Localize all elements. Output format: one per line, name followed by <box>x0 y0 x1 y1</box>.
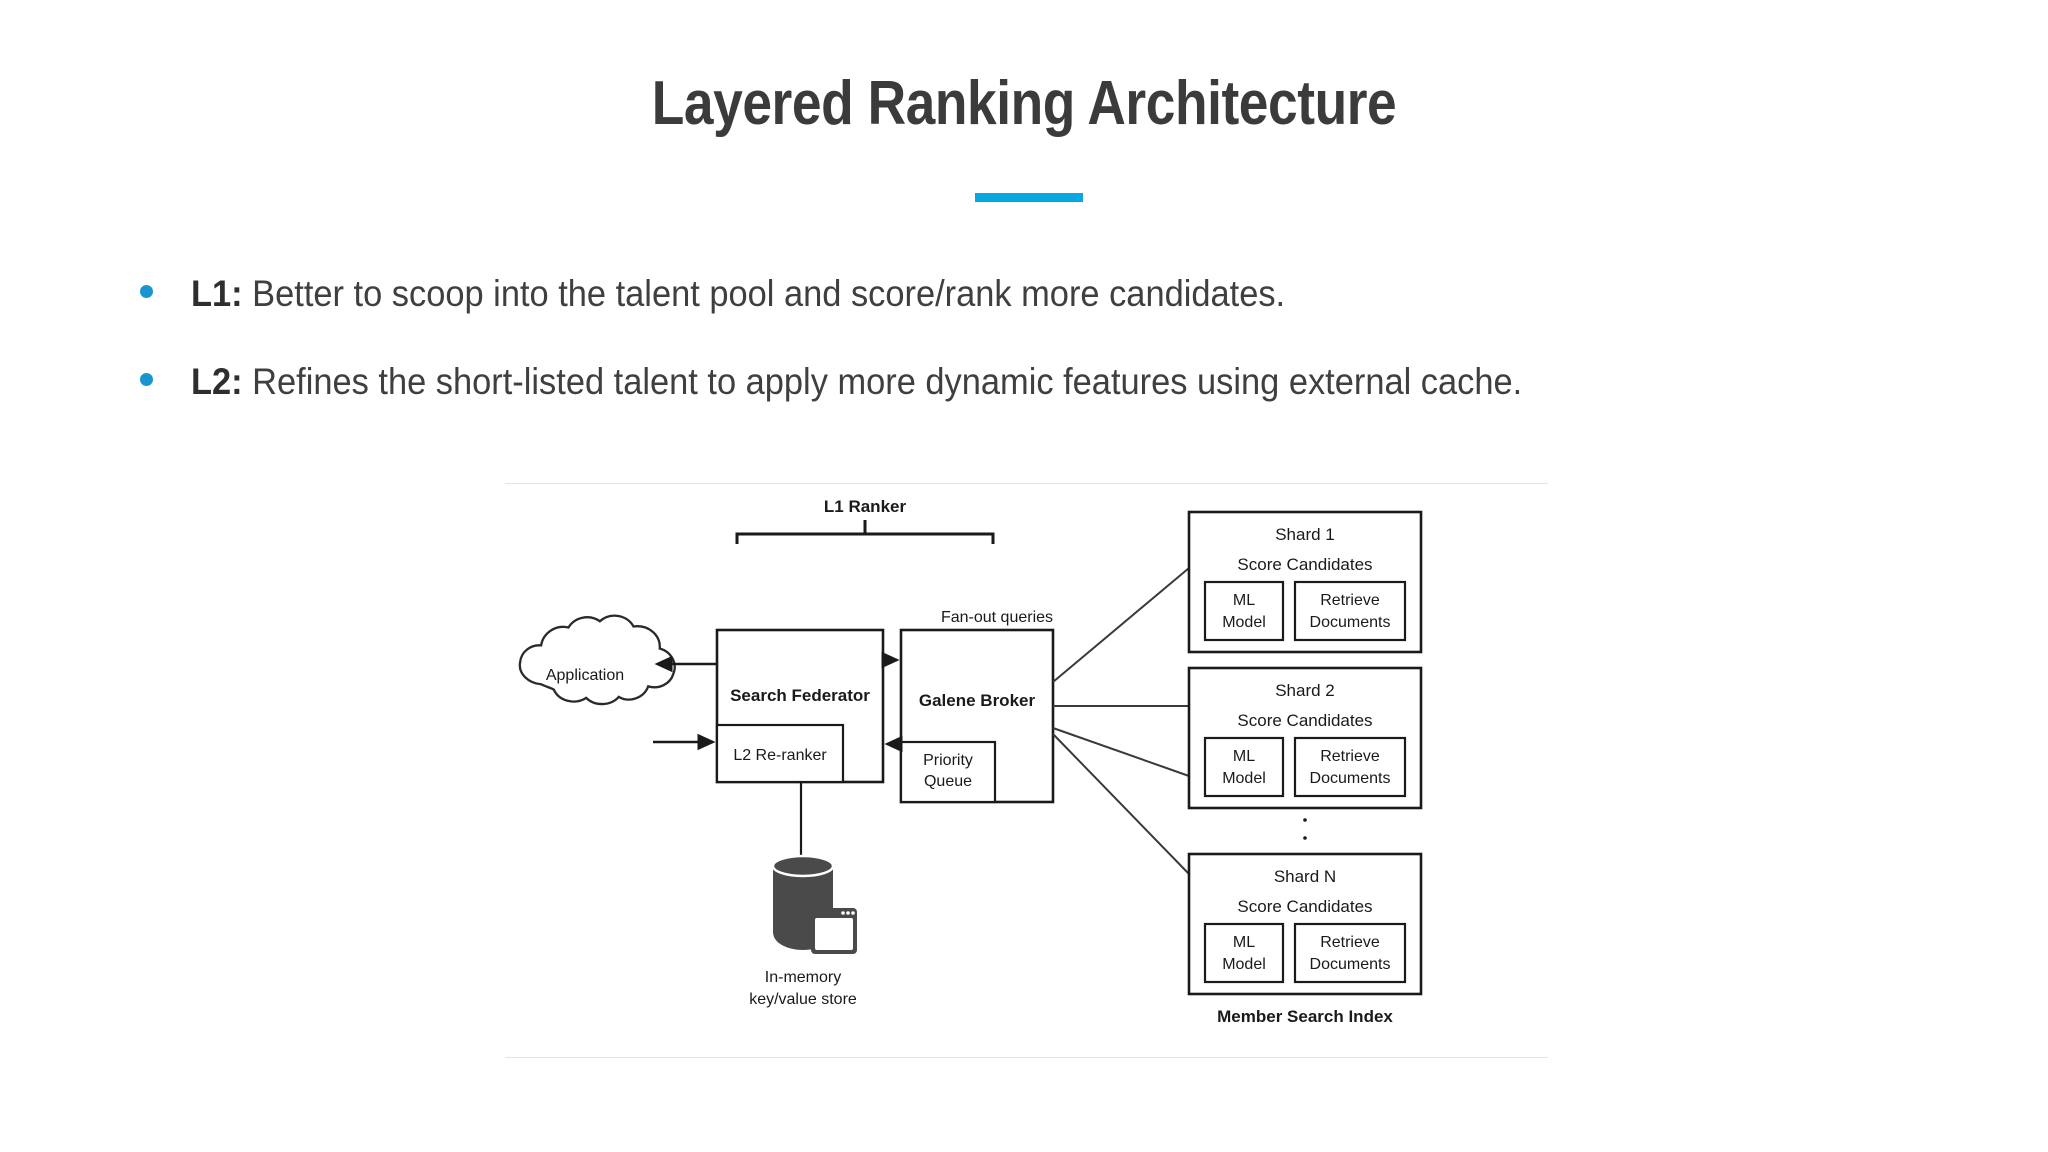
shard-subtitle-label: Score Candidates <box>1237 555 1372 574</box>
retrieve-documents-label-line2: Documents <box>1310 770 1391 787</box>
ml-model-label-line1: ML <box>1233 592 1255 609</box>
bullet-dot-icon <box>140 372 153 386</box>
shard-ml-model-box <box>1203 922 1285 984</box>
priority-queue-label-line2: Queue <box>924 773 972 790</box>
retrieve-documents-label-line1: Retrieve <box>1320 934 1380 951</box>
shard-subtitle-label: Score Candidates <box>1237 897 1372 916</box>
bullet-lead-label: L1: <box>191 273 243 314</box>
bullet-body-text: Refines the short-listed talent to apply… <box>242 360 1523 402</box>
bullet-lead-label: L2: <box>191 360 243 402</box>
shard-ellipsis <box>1303 818 1307 840</box>
member-search-index-label: Member Search Index <box>1217 1007 1393 1026</box>
shard-name-label: Shard 1 <box>1275 525 1335 544</box>
bullet-body-text: Better to scoop into the talent pool and… <box>242 273 1286 314</box>
l2-reranker-box <box>715 723 845 784</box>
ml-model-label-line1: ML <box>1233 934 1255 951</box>
application-label: Application <box>546 667 624 684</box>
list-item: L2: Refines the short-listed talent to a… <box>140 360 1940 404</box>
shard-retrieve-documents-box <box>1293 580 1407 642</box>
application-cloud-icon <box>518 614 676 706</box>
shard-retrieve-documents-box <box>1293 922 1407 984</box>
shard-ml-model-box <box>1203 736 1285 798</box>
l1-ranker-bracket <box>735 520 995 544</box>
search-federator-label: Search Federator <box>730 686 870 705</box>
retrieve-documents-label-line2: Documents <box>1310 614 1391 631</box>
retrieve-documents-label-line1: Retrieve <box>1320 592 1380 609</box>
retrieve-documents-label-line2: Documents <box>1310 956 1391 973</box>
bullet-dot-icon <box>140 285 153 298</box>
shard-retrieve-documents-box <box>1293 736 1407 798</box>
l1-ranker-label: L1 Ranker <box>824 497 907 516</box>
page-title: Layered Ranking Architecture <box>651 69 1397 138</box>
kv-store-label-line2: key/value store <box>749 991 857 1008</box>
list-item: L1: Better to scoop into the talent pool… <box>140 272 1940 316</box>
architecture-diagram-image: L1 Ranker Application Search Federator L… <box>505 483 1548 1058</box>
ml-model-label-line2: Model <box>1222 614 1266 631</box>
bullet-text: L1: Better to scoop into the talent pool… <box>191 272 1285 316</box>
kv-store-label-line1: In-memory <box>765 969 841 986</box>
shard-ml-model-box <box>1203 580 1285 642</box>
ml-model-label-line2: Model <box>1222 770 1266 787</box>
bullet-list: L1: Better to scoop into the talent pool… <box>140 272 1940 447</box>
title-accent-bar <box>975 193 1083 202</box>
shard-subtitle-label: Score Candidates <box>1237 711 1372 730</box>
fanout-lines <box>1052 567 1190 875</box>
l2-reranker-label: L2 Re-ranker <box>733 747 827 764</box>
priority-queue-box <box>899 740 997 804</box>
retrieve-documents-label-line1: Retrieve <box>1320 748 1380 765</box>
ml-model-label-line1: ML <box>1233 748 1255 765</box>
galene-broker-label: Galene Broker <box>919 691 1036 710</box>
bullet-text: L2: Refines the short-listed talent to a… <box>191 360 1522 404</box>
priority-queue-label-line1: Priority <box>923 752 973 769</box>
fanout-queries-label: Fan-out queries <box>941 609 1053 626</box>
shard-name-label: Shard N <box>1274 867 1336 886</box>
ml-model-label-line2: Model <box>1222 956 1266 973</box>
window-icon <box>811 908 857 954</box>
shard-name-label: Shard 2 <box>1275 681 1335 700</box>
